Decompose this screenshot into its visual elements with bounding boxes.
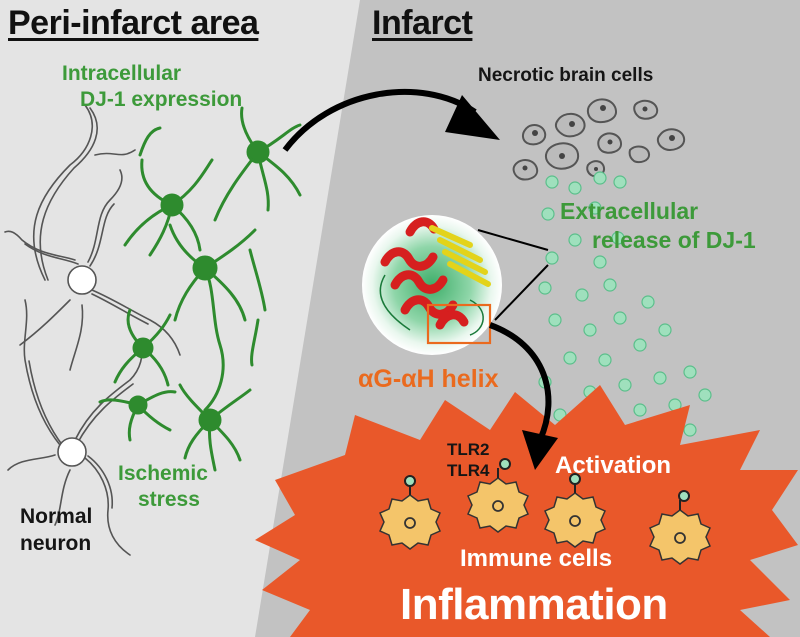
ischemic-neuron-icon <box>123 158 214 257</box>
zoom-line-icon <box>477 229 549 251</box>
ischemic-neuron-icon <box>213 106 302 222</box>
ischemic-neuron-icon <box>178 383 252 472</box>
activation-label: Activation <box>555 452 672 479</box>
intracellular-label-line1: Intracellular <box>62 62 182 85</box>
normal-neuron-icon <box>4 104 181 371</box>
tlr4-label: TLR4 <box>447 461 490 480</box>
immune-cell-icon <box>467 477 529 533</box>
inflammation-label: Inflammation <box>400 580 668 629</box>
helix-label-suffix: helix <box>441 365 499 393</box>
ischemic-neuron-icon <box>113 308 172 387</box>
extracellular-label-line2: release of DJ-1 <box>592 227 756 253</box>
ischemic-neuron-icon <box>138 126 267 367</box>
ischemic-neuron-icon <box>98 390 177 442</box>
intracellular-label-line2: DJ-1 expression <box>80 88 243 111</box>
normal-neuron-icon <box>7 299 143 556</box>
dj1-molecule-icon <box>505 171 712 452</box>
immune-cell-icon <box>379 494 441 550</box>
arrow-icon <box>445 95 500 140</box>
ischemic-label-line2: stress <box>138 488 200 511</box>
normal-neuron-label-line1: Normal <box>20 505 93 528</box>
helix-label-prefix: αG-αH <box>358 365 435 393</box>
tlr-receptor-icon <box>404 458 690 510</box>
arrow-icon <box>522 430 558 470</box>
immune-cells-label: Immune cells <box>460 545 613 572</box>
extracellular-label-line1: Extracellular <box>560 198 699 224</box>
peri-infarct-title: Peri-infarct area <box>8 4 259 42</box>
normal-neuron-label-line2: neuron <box>20 532 92 555</box>
immune-cell-icon <box>649 509 711 565</box>
zoom-line-icon <box>494 264 549 321</box>
tlr2-label: TLR2 <box>447 440 490 459</box>
protein-structure-icon <box>362 215 502 355</box>
helix-label: αG-αH helix <box>358 365 499 394</box>
infarct-title: Infarct <box>372 4 473 42</box>
arrow-icon <box>282 88 477 152</box>
immune-cell-icon <box>544 492 606 548</box>
arrow-icon <box>488 322 552 442</box>
ischemic-neuron-icon <box>168 223 257 412</box>
ischemic-label-line1: Ischemic <box>118 462 208 485</box>
necrotic-label: Necrotic brain cells <box>478 65 654 86</box>
